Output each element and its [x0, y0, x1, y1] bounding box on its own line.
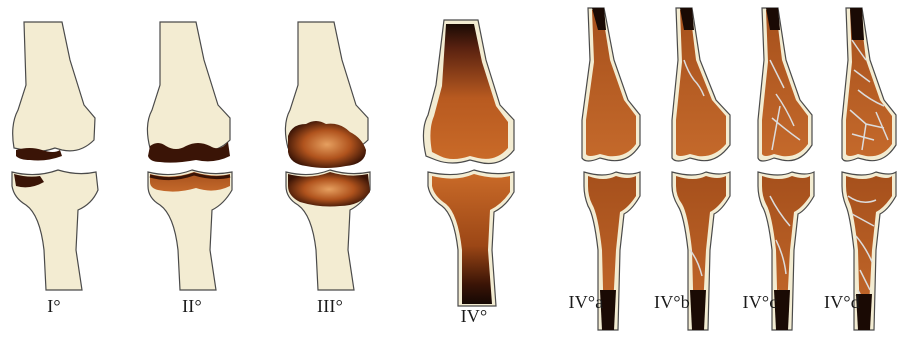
stage-I-knee	[12, 22, 98, 290]
stage-IV-tibia-damage	[432, 174, 510, 304]
stage-IVb-femur-damage	[676, 10, 726, 156]
stage-IVa-femur-damage	[586, 10, 636, 156]
stage-label-IVb: IV°b	[654, 292, 690, 313]
stage-II-femur	[147, 22, 230, 152]
stage-label-IV: IV°	[461, 306, 488, 327]
stage-II-knee	[147, 22, 232, 290]
stage-IVb-tibia-edge	[690, 290, 706, 330]
stage-IVc-knee	[758, 8, 814, 330]
stage-IVb-knee	[672, 8, 730, 330]
stage-IV-knee	[423, 20, 514, 306]
stage-III-tibia-damage	[288, 172, 370, 207]
stage-label-IVd: IV°d	[824, 292, 860, 313]
stage-label-II: II°	[182, 296, 202, 317]
stage-IVd-knee	[842, 8, 896, 330]
stage-I-tibia	[12, 170, 98, 290]
stage-I-femur-damage	[16, 148, 62, 161]
stage-III-knee	[285, 22, 370, 290]
stage-IVc-femur-damage	[762, 10, 808, 156]
stage-IVa-knee	[582, 8, 640, 330]
stage-label-IVa: IV°a	[569, 292, 604, 313]
stage-label-III: III°	[317, 296, 343, 317]
stage-I-femur	[13, 22, 95, 152]
stage-IVd-femur-edge	[850, 8, 864, 40]
stage-label-IVc: IV°c	[743, 292, 778, 313]
stage-label-I: I°	[47, 296, 61, 317]
